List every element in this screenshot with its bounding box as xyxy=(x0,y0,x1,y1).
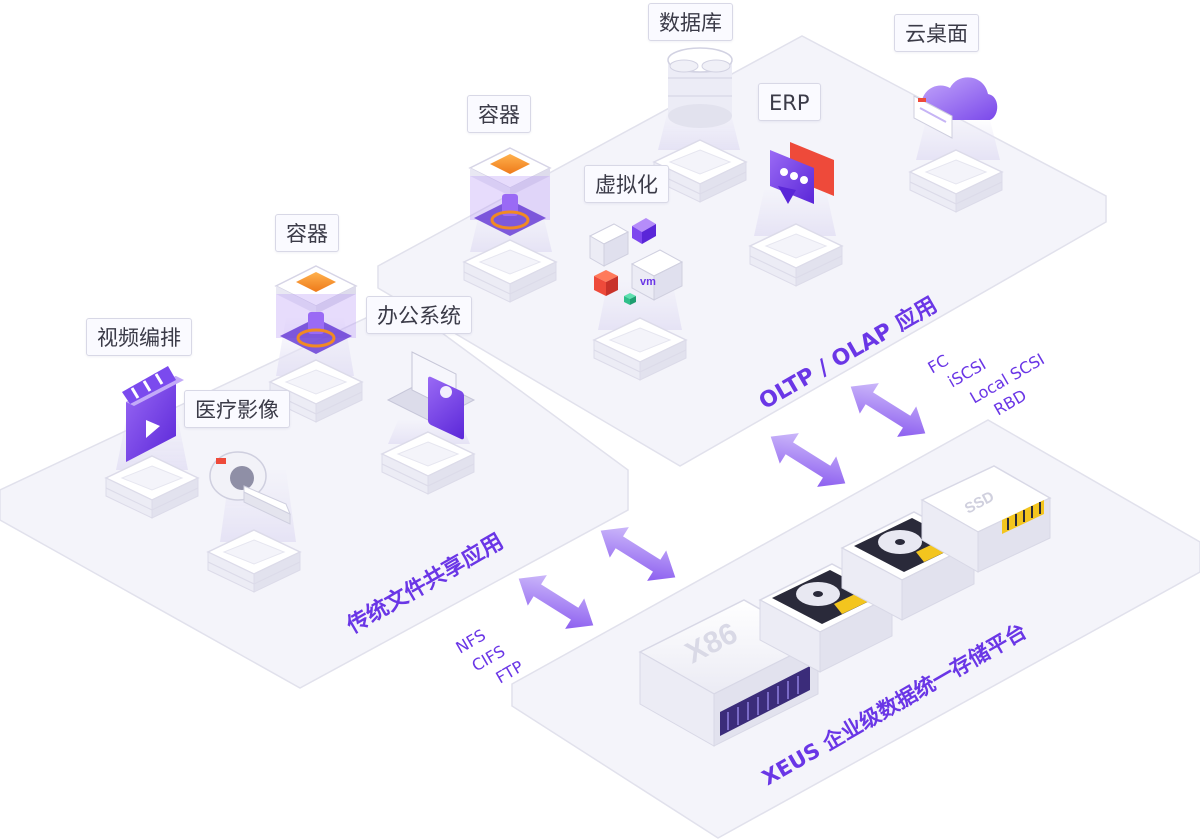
video-clapper-icon xyxy=(122,366,184,462)
office-laptop-icon xyxy=(386,351,476,440)
label-medical: 医疗影像 xyxy=(184,390,290,428)
label-erp: ERP xyxy=(758,83,821,121)
erp-chat-icon xyxy=(770,142,834,204)
arrow-nas-upper xyxy=(600,527,676,581)
label-container-top: 容器 xyxy=(467,95,531,133)
label-container-left: 容器 xyxy=(275,214,339,252)
cloud-desktop-icon xyxy=(913,77,998,139)
label-virtualization: 虚拟化 xyxy=(584,165,669,203)
label-office: 办公系统 xyxy=(366,296,472,334)
database-icon xyxy=(667,47,733,128)
arrow-san-upper xyxy=(850,383,926,437)
svg-text:vm: vm xyxy=(640,276,656,288)
virtualization-icon: vm xyxy=(588,218,684,305)
mri-scanner-icon xyxy=(209,451,291,525)
label-video: 视频编排 xyxy=(86,318,192,356)
label-desktop: 云桌面 xyxy=(894,14,979,52)
label-database: 数据库 xyxy=(648,3,733,41)
arrow-nas-lower xyxy=(518,575,594,629)
ssd-icon: SSD xyxy=(920,465,1052,573)
arrow-san-lower xyxy=(770,433,846,487)
